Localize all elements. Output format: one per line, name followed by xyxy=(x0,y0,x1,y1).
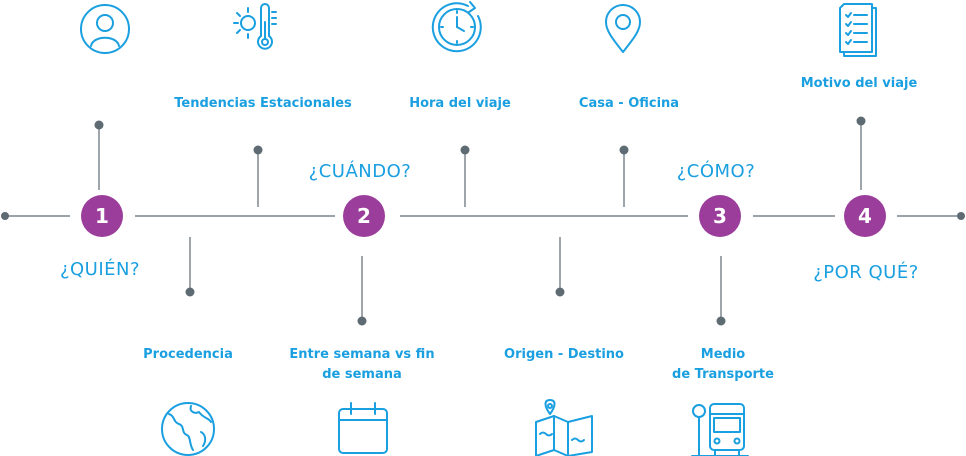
connector-stems xyxy=(98,121,862,321)
location-pin-icon xyxy=(605,4,641,53)
label-entre-semana-line1: Entre semana vs fin xyxy=(289,347,435,362)
bus-stop-icon xyxy=(691,403,749,456)
label-tendencias-estacionales: Tendencias Estacionales xyxy=(174,96,352,111)
step-1-number: 1 xyxy=(95,204,109,228)
step-2-number: 2 xyxy=(357,204,371,228)
label-motivo-del-viaje: Motivo del viaje xyxy=(800,76,918,91)
label-hora-del-viaje: Hora del viaje xyxy=(409,96,511,111)
question-quien: ¿QUIÉN? xyxy=(59,259,141,280)
calendar-icon xyxy=(338,402,388,454)
timeline-end-dot xyxy=(957,212,965,220)
label-procedencia: Procedencia xyxy=(143,347,233,362)
user-icon xyxy=(80,4,130,54)
connector-dots xyxy=(94,116,866,326)
label-medio-transporte: Medio de Transporte xyxy=(672,345,774,385)
label-medio-line2: de Transporte xyxy=(672,367,774,382)
step-2: 2 xyxy=(343,195,385,237)
step-4-number: 4 xyxy=(858,204,872,228)
checklist-icon xyxy=(839,3,877,57)
step-4: 4 xyxy=(844,195,886,237)
timeline-start-dot xyxy=(1,212,9,220)
label-casa-oficina: Casa - Oficina xyxy=(578,96,680,111)
step-3: 3 xyxy=(699,195,741,237)
label-entre-semana: Entre semana vs fin de semana xyxy=(289,345,434,385)
question-por-que: ¿POR QUÉ? xyxy=(813,262,919,283)
label-entre-semana-line2: de semana xyxy=(322,367,402,382)
label-origen-destino: Origen - Destino xyxy=(504,347,624,362)
question-como: ¿CÓMO? xyxy=(676,161,756,182)
step-3-number: 3 xyxy=(713,204,727,228)
sun-thermometer-icon xyxy=(233,3,277,50)
step-1: 1 xyxy=(81,195,123,237)
question-cuando: ¿CUÁNDO? xyxy=(308,161,412,182)
label-medio-line1: Medio xyxy=(700,347,746,362)
clock-icon xyxy=(431,1,482,53)
map-icon xyxy=(535,399,593,456)
globe-icon xyxy=(161,402,215,456)
